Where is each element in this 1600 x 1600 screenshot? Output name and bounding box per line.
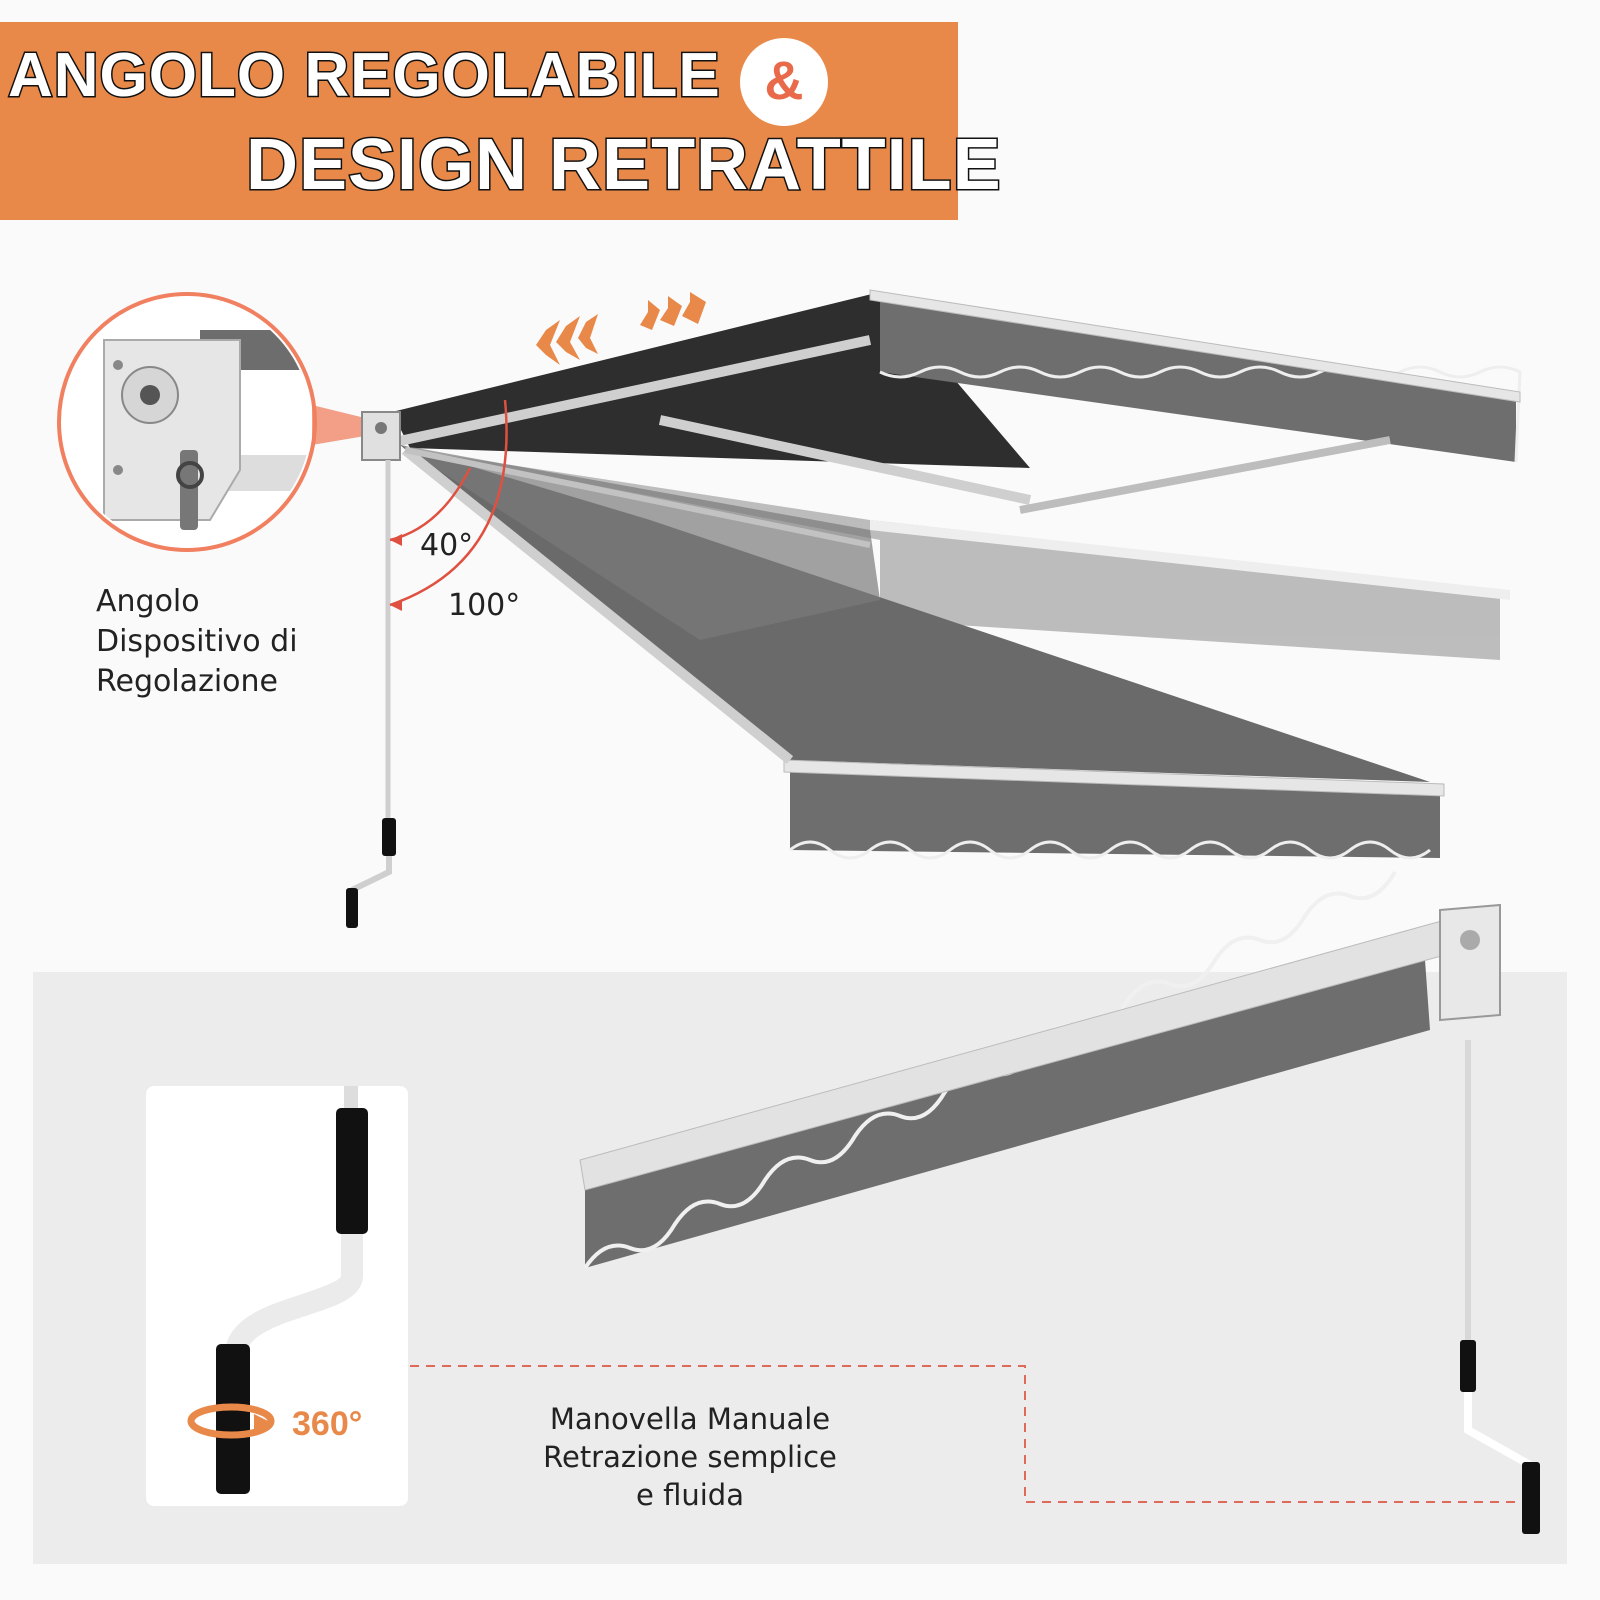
detail-connector (312, 405, 365, 445)
angle-max-label: 100° (448, 588, 521, 623)
crank-grip-upper (336, 1108, 368, 1234)
crank-handle-upper (382, 818, 396, 856)
wall-bracket (361, 411, 401, 461)
ampersand-badge: & (740, 38, 828, 126)
adjuster-label-line-2: Dispositivo di (96, 624, 298, 659)
adjuster-label-line-1: Angolo (96, 584, 200, 619)
adjuster-label-line-3: Regolazione (96, 664, 278, 699)
awning-middle-position (400, 448, 1510, 660)
crank-closeup-illustration (187, 1086, 368, 1494)
title-line-2: DESIGN RETRATTILE (245, 124, 1003, 207)
crank-handle-lower (346, 888, 358, 928)
angle-min-label: 40° (420, 528, 474, 563)
crank-description-line-2: Retrazione semplice (543, 1440, 837, 1474)
angle-indicator (389, 399, 508, 611)
awning-lower-position (400, 445, 1445, 860)
rotate-360-icon (187, 1403, 275, 1439)
retract-extend-arrows-icon (536, 292, 706, 365)
crank-description-line-1: Manovella Manuale (549, 1402, 831, 1436)
crank-description: Manovella Manuale Retrazione semplice e … (500, 1400, 880, 1514)
crank-description-line-3: e fluida (636, 1478, 744, 1512)
crank-grip-lower (216, 1344, 250, 1494)
crank-closeup-card (146, 1086, 408, 1506)
rotation-label: 360° (292, 1405, 363, 1443)
awning-upper-position (392, 289, 1522, 514)
adjuster-label: Angolo Dispositivo di Regolazione (96, 582, 298, 702)
bracket-detail-circle (57, 292, 317, 552)
title-line-1: ANGOLO REGOLABILE (7, 40, 722, 112)
awning-illustration (57, 289, 1522, 928)
